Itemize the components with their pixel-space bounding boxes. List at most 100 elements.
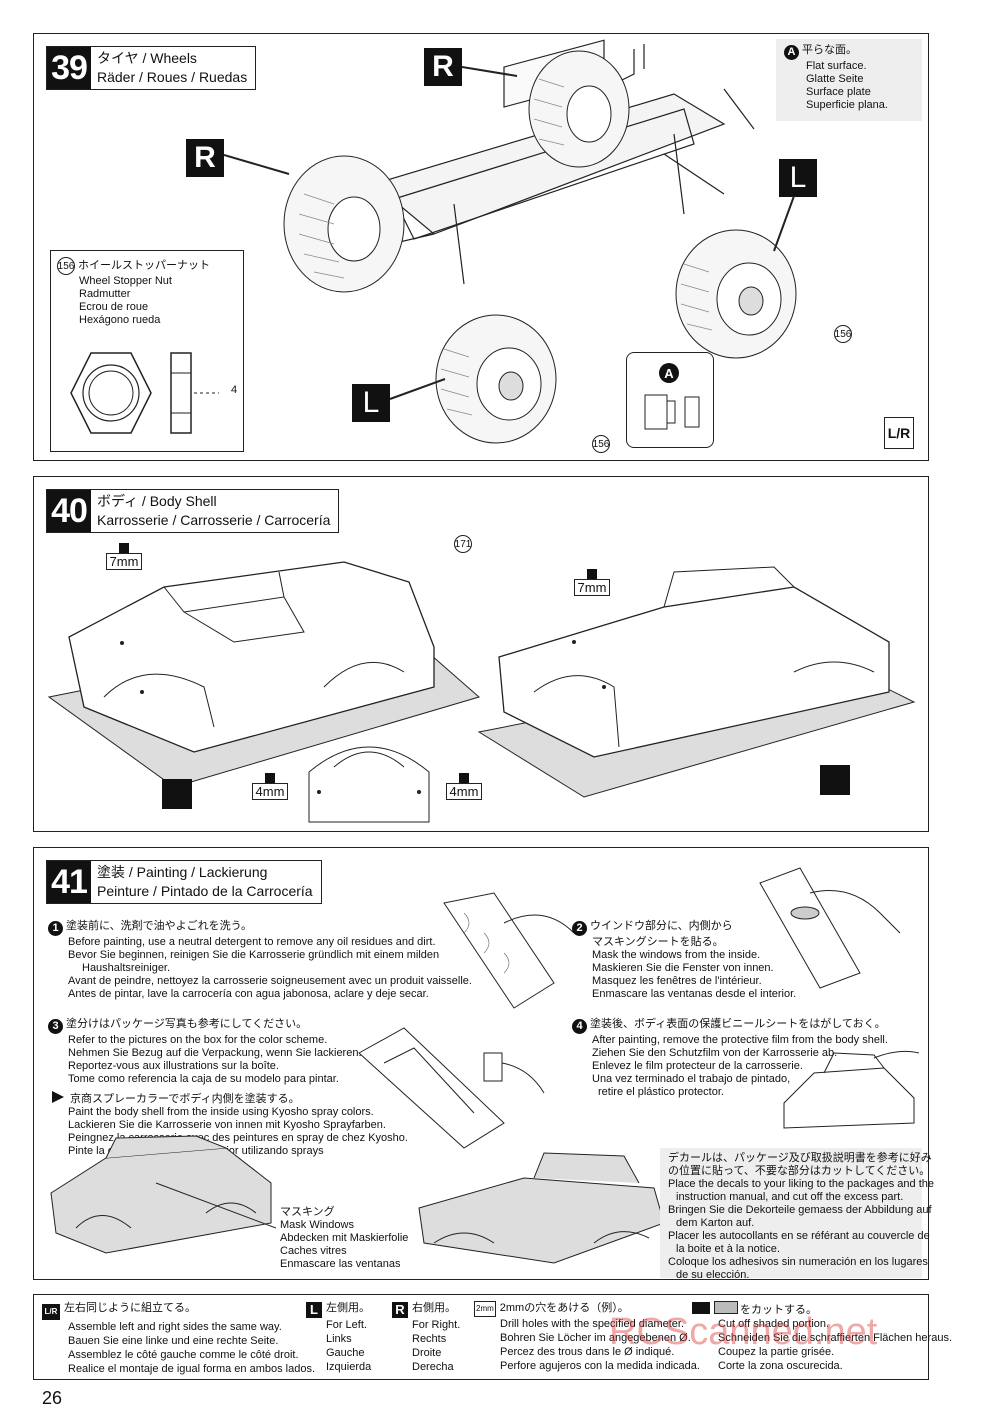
legend-line: をカットする。: [740, 1304, 817, 1316]
step-40-header: 40 ボディ / Body Shell Karrosserie / Carros…: [46, 489, 340, 533]
wheel-rear-left: [675, 229, 797, 359]
step-marker: 4: [572, 1019, 587, 1034]
step-title-primary: 塗装 / Painting / Lackierung: [97, 864, 268, 880]
legend-line: 右側用。: [412, 1302, 456, 1314]
note-line: Wheel Stopper Nut: [79, 275, 172, 287]
washing-illustration: [443, 892, 575, 1009]
lr-icon: L/R: [42, 1304, 60, 1320]
drill-size-icon: 7mm: [574, 569, 610, 596]
step-39-panel: 39 タイヤ / Wheels Räder / Roues / Ruedas: [33, 33, 929, 461]
detail-marker: A: [659, 363, 679, 383]
part-callout: 156: [592, 435, 610, 453]
left-side-tag: L: [352, 384, 390, 422]
note-line: Bevor Sie beginnen, reinigen Sie die Kar…: [68, 949, 440, 961]
note-line: Flat surface.: [806, 60, 867, 72]
note-line: マスキングシートを貼る。: [592, 936, 724, 948]
drill-size-icon: 7mm: [106, 543, 142, 570]
note-line: 塗分けはパッケージ写真も参考にしてください。: [66, 1018, 308, 1030]
note-line: 塗装後、ボディ表面の保護ビニールシートをはがしておく。: [590, 1018, 886, 1030]
right-icon: R: [392, 1302, 408, 1318]
painted-body-illustration: [50, 1135, 276, 1254]
cut-off-icon: [162, 779, 192, 809]
note-line: Hexágono rueda: [79, 314, 161, 326]
note-line: de su elección.: [676, 1269, 750, 1281]
note-line: Enmascare las ventanas desde el interior…: [592, 988, 797, 1000]
note-line: Radmutter: [79, 288, 131, 300]
legend-line: Percez des trous dans le Ø indiqué.: [500, 1346, 675, 1358]
step-41-panel: 41 塗装 / Painting / Lackierung Peinture /…: [33, 847, 934, 1281]
legend-line: Cut off shaded portion.: [718, 1318, 830, 1330]
legend-line: Bohren Sie Löcher im angegebenen Ø.: [500, 1332, 691, 1344]
note-line: Reportez-vous aux illustrations sur la b…: [68, 1060, 279, 1072]
left-side-tag: L: [779, 159, 817, 197]
legend-line: Derecha: [412, 1361, 454, 1373]
step-39-header: 39 タイヤ / Wheels Räder / Roues / Ruedas: [46, 46, 257, 90]
pointer-line: [773, 196, 795, 252]
note-line: Before painting, use a neutral detergent…: [68, 936, 436, 948]
note-line: Bringen Sie die Dekorteile gemaess der A…: [668, 1204, 932, 1216]
note-line: Abdecken mit Maskierfolie: [280, 1232, 409, 1244]
drill-size-icon: 4mm: [252, 773, 288, 800]
note-line: Enmascare las ventanas: [280, 1258, 401, 1270]
note-line: Caches vitres: [280, 1245, 347, 1257]
step-41-header: 41 塗装 / Painting / Lackierung Peinture /…: [46, 860, 322, 904]
note-line: Haushaltsreiniger.: [82, 962, 171, 974]
note-line: Refer to the pictures on the box for the…: [68, 1034, 328, 1046]
right-side-tag: R: [186, 139, 224, 177]
masking-note: マスキング Mask Windows Abdecken mit Maskierf…: [280, 1206, 408, 1271]
legend-line: Schneiden Sie die schraffierten Flächen …: [718, 1332, 952, 1344]
step-title-secondary: Karrosserie / Carrosserie / Carrocería: [97, 512, 331, 528]
step-title-secondary: Räder / Roues / Ruedas: [97, 69, 248, 85]
note-line: instruction manual, and cut off the exce…: [676, 1191, 904, 1203]
watermark: RCScanned.net: [609, 1311, 878, 1353]
legend-line: Droite: [412, 1347, 442, 1359]
legend-line: Assemble left and right sides the same w…: [68, 1321, 282, 1333]
drill-icon: 2mm: [474, 1301, 496, 1317]
step-number: 41: [47, 861, 91, 903]
note-line: Lackieren Sie die Karrosserie von innen …: [68, 1119, 386, 1131]
masked-body-illustration: [418, 1152, 665, 1264]
legend-line: 2mmの穴をあける（例）。: [499, 1302, 629, 1314]
detail-inset: A: [626, 352, 714, 448]
note-line: Place the decals to your liking to the p…: [668, 1178, 935, 1190]
pointer-line: [224, 154, 290, 175]
wheel-front-right: [283, 155, 405, 293]
decal-note: デカールは、パッケージ及び取扱説明書を参考に好み の位置に貼って、不要な部分はカ…: [660, 1148, 934, 1281]
note-line: dem Karton auf.: [676, 1217, 755, 1229]
masking-illustration: [759, 867, 901, 989]
flat-marker: A: [784, 45, 799, 60]
right-side-tag: R: [424, 48, 462, 86]
hex-nut-icon: [70, 352, 219, 434]
legend-line: Bauen Sie eine linke und eine rechte Sei…: [68, 1335, 279, 1347]
chassis-drawing: [283, 39, 755, 293]
note-line: デカールは、パッケージ及び取扱説明書を参考に好み: [668, 1152, 932, 1164]
note-line: After painting, remove the protective fi…: [592, 1034, 888, 1046]
pointer-line: [390, 378, 446, 400]
step-number: 39: [47, 47, 91, 89]
step-title-primary: ボディ / Body Shell: [97, 493, 217, 509]
step-marker: 1: [48, 921, 63, 936]
wheel-front-left: [435, 314, 557, 444]
step-40-panel: 40 ボディ / Body Shell Karrosserie / Carros…: [33, 476, 929, 832]
cut-off-icon: [820, 765, 850, 795]
note-line: の位置に貼って、不要な部分はカットしてください。: [668, 1165, 931, 1177]
step-title-secondary: Peinture / Pintado de la Carrocería: [97, 883, 313, 899]
note-line: Masquez les fenêtres de l'intérieur.: [592, 975, 762, 987]
note-line: Placer les autocollants en se référant a…: [668, 1230, 930, 1242]
note-line: Paint the body shell from the inside usi…: [68, 1106, 374, 1118]
note-line: 塗装前に、洗剤で油やよごれを洗う。: [66, 920, 253, 932]
note-line: Coloque los adhesivos sin numeración en …: [668, 1256, 928, 1268]
note-line: Tome como referencia la caja de su model…: [68, 1073, 339, 1085]
legend-line: Realice el montaje de igual forma en amb…: [68, 1363, 316, 1375]
drill-size-icon: 4mm: [446, 773, 482, 800]
note-line: Enlevez le film protecteur de la carross…: [592, 1060, 803, 1072]
legend-line: Rechts: [412, 1333, 447, 1345]
note-line: Superficie plana.: [806, 99, 888, 111]
